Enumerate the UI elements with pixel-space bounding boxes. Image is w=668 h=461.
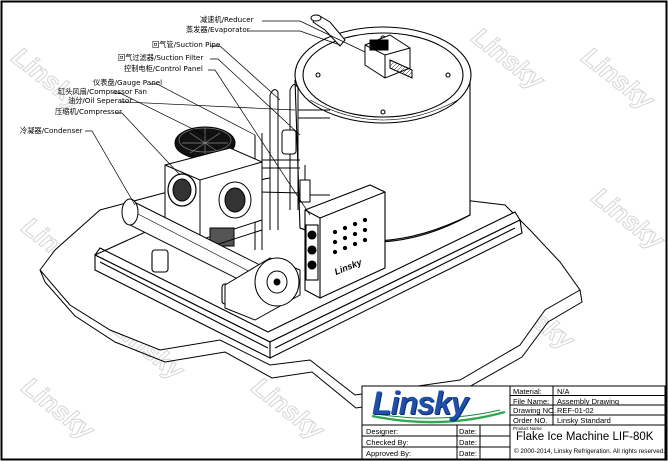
order-no-label: Order NO. bbox=[513, 416, 548, 425]
product-name: Flake Ice Machine LIF-80K bbox=[516, 431, 654, 443]
piping bbox=[239, 84, 330, 250]
callout-control-panel: 控制电柜/Control Panel bbox=[124, 64, 203, 73]
compressor bbox=[164, 147, 263, 251]
callout-gauge-panel: 仪表盘/Gauge Panel bbox=[93, 78, 163, 87]
svg-text:Linsky: Linsky bbox=[586, 181, 668, 256]
svg-text:Linsky: Linsky bbox=[576, 41, 661, 116]
receiver-tank bbox=[224, 257, 301, 321]
approved-by-label: Approved By: bbox=[366, 449, 412, 458]
callout-compressor: 压缩机/Compressor bbox=[55, 107, 123, 116]
callout-condenser: 冷凝器/Condenser bbox=[20, 126, 83, 135]
file-name-value: Assembly Drawing bbox=[557, 396, 620, 406]
callout-suction-pipe: 回气管/Suction Pipe bbox=[152, 40, 221, 49]
logo-swoosh bbox=[371, 409, 506, 424]
drawing-no-label: Drawing NO. bbox=[513, 406, 556, 415]
file-name-label: File Name: bbox=[513, 396, 550, 406]
callout-compressor-fan: 缸头风扇/Compressor Fan bbox=[58, 87, 147, 96]
svg-text:Linsky: Linsky bbox=[16, 371, 101, 446]
material-label: Material: bbox=[513, 387, 542, 396]
drawing-no-value: REF-01-02 bbox=[557, 406, 594, 415]
callout-evaporator: 蒸发器/Evaporator bbox=[186, 25, 250, 34]
checked-date-label: Date: bbox=[459, 438, 477, 447]
svg-text:Linsky: Linsky bbox=[466, 21, 551, 96]
svg-text:Linsky: Linsky bbox=[246, 371, 331, 446]
svg-text:Linsky: Linsky bbox=[6, 41, 91, 116]
product-name-label: Product Name bbox=[513, 426, 542, 431]
designer-date-label: Date: bbox=[459, 427, 477, 436]
leader-lines bbox=[85, 20, 366, 216]
callout-suction-filter: 回气过滤器/Suction Filter bbox=[118, 53, 204, 62]
copyright-notice: © 2000-2014, Linsky Refrigeration. All r… bbox=[514, 448, 665, 455]
approved-date-label: Date: bbox=[459, 449, 477, 458]
company-logo: Linsky bbox=[372, 385, 468, 421]
checked-by-label: Checked By: bbox=[366, 438, 409, 447]
control-panel: Linsky bbox=[304, 184, 386, 299]
order-no-value: Linsky Standard bbox=[557, 416, 611, 425]
callout-oil-separator: 油分/Oil Seperator bbox=[68, 96, 133, 105]
callout-reducer: 减速机/Reducer bbox=[200, 15, 254, 24]
designer-label: Designer: bbox=[366, 427, 399, 436]
condenser bbox=[121, 198, 263, 291]
material-value: N/A bbox=[557, 387, 570, 396]
reducer bbox=[310, 14, 413, 79]
